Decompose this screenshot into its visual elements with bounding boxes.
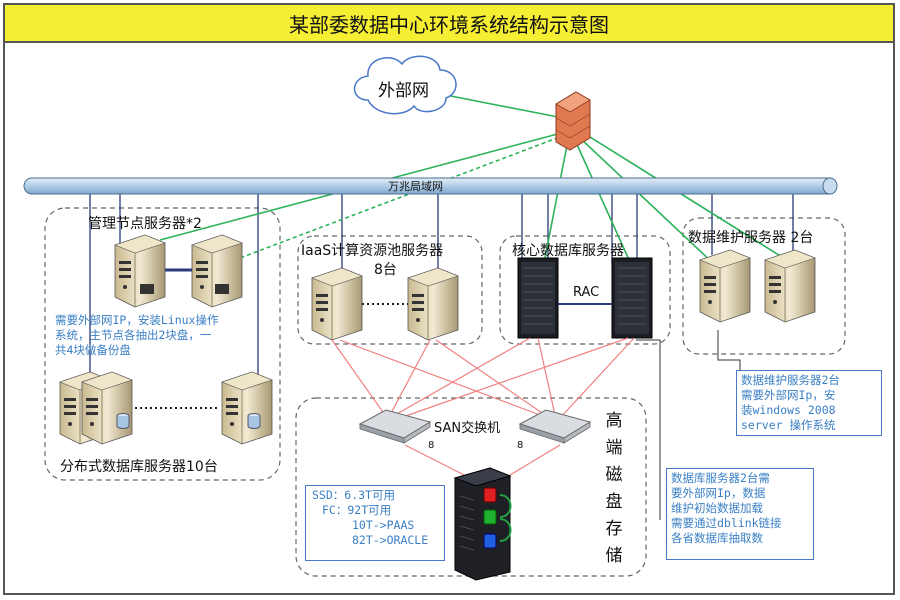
note-line: 82T->ORACLE (352, 533, 429, 547)
maintenance-group-label: 数据维护服务器 2台 (688, 230, 814, 246)
cloud-icon (353, 55, 457, 115)
storage-char: 盘 (605, 492, 623, 512)
console-icon (215, 284, 229, 294)
san-group-box (295, 397, 647, 577)
note-line: 需要通过dblink链接 (671, 516, 782, 530)
link-count-label: 8 (428, 440, 435, 451)
cloud-label: 外部网 (378, 81, 429, 101)
note-line: 共4块做备份盘 (55, 343, 131, 357)
storage-char: 高 (605, 411, 623, 431)
storage-note: SSD：6.3T可用 FC：92T可用 10T->PAAS 82T->ORACL… (305, 485, 445, 561)
storage-char: 端 (605, 438, 623, 458)
note-line: server 操作系统 (741, 418, 836, 432)
note-line: 需要外部网IP，安装Linux操作 (55, 313, 219, 327)
note-line: 10T->PAAS (352, 518, 415, 532)
management-servers (114, 234, 243, 308)
note-line: SSD：6.3T可用 (312, 488, 395, 502)
diagram-title: 某部委数据中心环境系统结构示意图 (289, 12, 609, 37)
san-links (331, 337, 635, 479)
diagram-title-bar: 某部委数据中心环境系统结构示意图 (3, 3, 895, 43)
note-line: 需要外部网Ip，安 (741, 388, 836, 402)
note-line: 各省数据库抽取数 (671, 531, 763, 545)
console-icon (140, 284, 154, 294)
note-pointers (636, 330, 741, 520)
note-line: 数据库服务器2台需 (671, 471, 770, 485)
iaas-group-count: 8台 (374, 262, 397, 278)
wan-bus (23, 177, 838, 195)
wan-label: 万兆局域网 (388, 180, 443, 193)
note-line: 维护初始数据加载 (671, 501, 763, 515)
storage-char: 磁 (605, 465, 623, 485)
link-count-label: 8 (517, 440, 524, 451)
distributed-group-label: 分布式数据库服务器10台 (60, 459, 218, 475)
iaas-group-box (297, 235, 483, 345)
db-note: 数据库服务器2台需 要外部网Ip，数据 维护初始数据加载 需要通过dblink链… (666, 468, 814, 560)
core-db-racks (517, 257, 653, 339)
management-group-box (44, 207, 281, 481)
management-group-label: 管理节点服务器*2 (88, 216, 202, 232)
bus-drop-lines (89, 193, 794, 375)
iaas-group-label: IaaS计算资源池服务器 (301, 243, 444, 259)
maintenance-group-box (682, 217, 846, 355)
maintenance-note: 数据维护服务器2台 需要外部网Ip，安 装windows 2008 server… (736, 370, 882, 436)
core-db-group-label: 核心数据库服务器 (512, 243, 624, 259)
note-line: 数据维护服务器2台 (741, 373, 840, 387)
note-line: 要外部网Ip，数据 (671, 486, 766, 500)
note-line: 系统，主节点各抽出2块盘，一 (55, 328, 212, 342)
note-line: FC：92T可用 (322, 503, 392, 517)
storage-char: 存 (605, 519, 623, 539)
firewall-icon (555, 91, 591, 151)
maintenance-servers (699, 249, 816, 323)
note-line: 装windows 2008 (741, 403, 836, 417)
distributed-db-servers (59, 371, 273, 445)
rac-label: RAC (573, 285, 600, 300)
san-switch-label: SAN交换机 (434, 421, 501, 436)
core-db-group-box (499, 235, 671, 345)
storage-char: 储 (605, 546, 623, 566)
management-note: 需要外部网IP，安装Linux操作 系统，主节点各抽出2块盘，一 共4块做备份盘 (55, 313, 218, 358)
storage-array-icon (453, 467, 512, 581)
